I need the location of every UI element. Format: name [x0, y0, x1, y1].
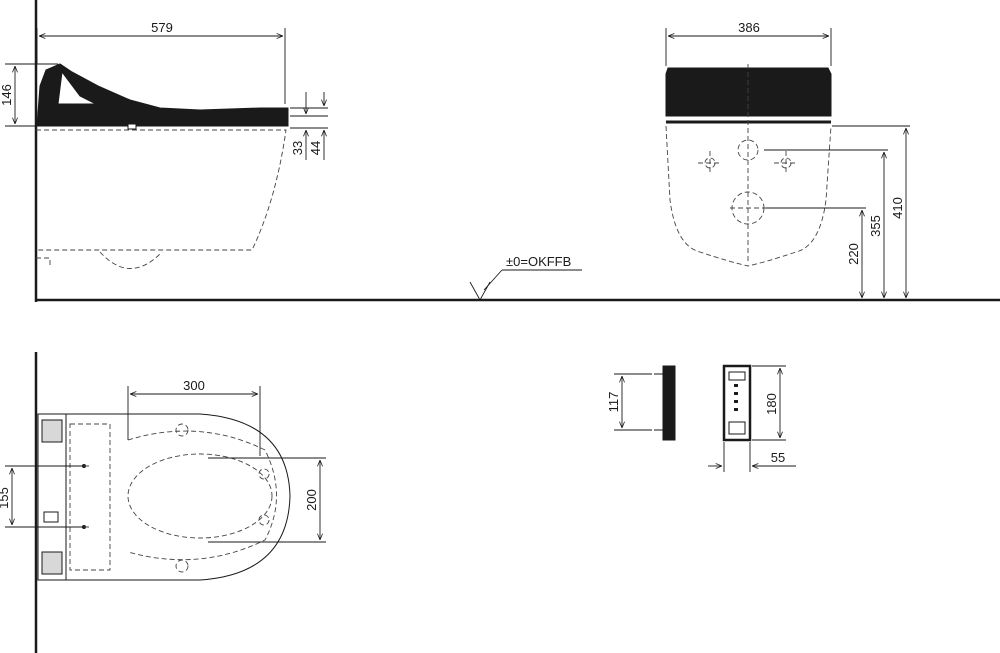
- top-hole-3: [258, 468, 270, 480]
- top-seat-outline: [37, 413, 291, 581]
- side-view: 579 146 33 44: [0, 0, 1000, 302]
- dim-label-386: 386: [738, 20, 760, 35]
- floor-reference-label: ±0=OKFFB: [506, 254, 571, 269]
- remote-display: [728, 371, 746, 381]
- top-hole-4: [258, 514, 270, 526]
- dim-label-410: 410: [890, 197, 905, 219]
- top-bowl-opening: [127, 453, 273, 539]
- seat-hinge-detail: [57, 70, 97, 105]
- top-bowl-dashed: [127, 430, 277, 561]
- remote-front-view: 180 55: [708, 364, 796, 472]
- remote-button-2: [734, 392, 738, 395]
- floor-reference-triangle: [469, 281, 491, 301]
- dim-label-220: 220: [846, 243, 861, 265]
- dim-label-180: 180: [764, 393, 779, 415]
- dim-label-355: 355: [868, 215, 883, 237]
- remote-button-3: [734, 400, 738, 403]
- dim-label-55: 55: [771, 450, 785, 465]
- dim-label-117: 117: [606, 392, 621, 413]
- seat-button: [127, 123, 137, 130]
- top-view: 300 155 200: [0, 352, 326, 653]
- bowl-dashed-outline: [36, 129, 287, 251]
- dim-label-200: 200: [304, 489, 319, 511]
- top-panel-indicator: [43, 511, 59, 523]
- dim-label-33: 33: [290, 141, 305, 155]
- dim-label-155: 155: [0, 487, 11, 509]
- floor-reference: ±0=OKFFB: [469, 254, 582, 301]
- top-hinge-upper: [41, 419, 63, 443]
- seat-profile: [36, 63, 289, 127]
- top-inner-frame: [69, 423, 111, 571]
- dim-label-146: 146: [0, 84, 14, 106]
- front-bowl-outline: [665, 125, 832, 267]
- top-hole: [737, 139, 759, 161]
- bowl-outlet-dashed: [99, 251, 163, 269]
- remote-body-side: [662, 365, 676, 441]
- bowl-bracket-dashed: [36, 257, 51, 266]
- front-view: 386 220 355 410: [665, 20, 910, 298]
- dim-label-300: 300: [183, 378, 205, 393]
- remote-base-panel: [728, 421, 746, 435]
- remote-button-1: [734, 384, 738, 387]
- top-hole-1: [175, 423, 189, 437]
- dim-label-44: 44: [308, 141, 323, 155]
- remote-side-view: 117: [606, 365, 676, 441]
- top-hinge-lower: [41, 551, 63, 575]
- top-hole-2: [175, 559, 189, 573]
- dim-label-579: 579: [151, 20, 173, 35]
- remote-button-4: [734, 408, 738, 411]
- front-seat-block: [665, 67, 832, 117]
